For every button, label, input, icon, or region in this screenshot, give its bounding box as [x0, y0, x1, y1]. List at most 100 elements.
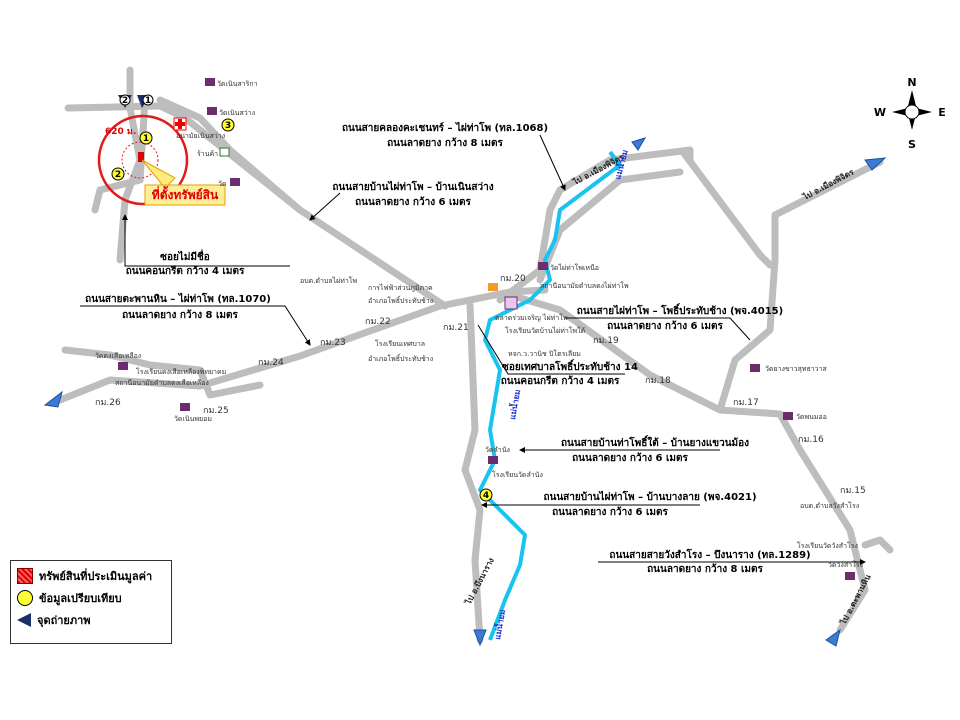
temple-icon	[118, 362, 128, 370]
marker-4: 4	[483, 491, 489, 501]
compass-w: W	[874, 106, 886, 119]
km-21: กม.21	[443, 323, 469, 333]
road-surface-soi: ถนนคอนกรีต กว้าง 4 เมตร	[126, 265, 245, 277]
road-link	[679, 148, 774, 269]
label-school-dong-suea: โรงเรียนดงเสือเหลืองพิทยาคม	[136, 367, 226, 376]
callout-pointer	[141, 159, 176, 189]
label-health-dong: สถานีอนามัยตำบลดงไผ่ท่าโพ	[540, 281, 629, 290]
road-label-1289: ถนนสายสายวังสำโรง – บึงนาราง (ทล.1289)	[609, 548, 810, 561]
to-muang-phichit-2: ไป อ.เมืองพิจิตร	[800, 166, 856, 202]
legend-label: ข้อมูลเปรียบเทียบ	[39, 592, 122, 605]
place-labels: วัดเนินสาริกา วัดเนินสว่าง อนามัยเนินสว่…	[95, 80, 863, 569]
river-yom	[478, 150, 622, 641]
label-market: ตลาดร่วมเจริญ ไผ่ท่าโพ	[495, 313, 568, 322]
market-icon	[504, 296, 518, 310]
road-surface-1289: ถนนลาดยาง กว้าง 8 เมตร	[647, 563, 763, 575]
label-school-wang-samrong: โรงเรียนวัดวังสำโรง	[797, 541, 858, 550]
label-wat-dong-suea-lueang: วัดดงเสือเหลือง	[95, 352, 141, 360]
road-surface-1068: ถนนลาดยาง กว้าง 8 เมตร	[387, 137, 503, 149]
km-17: กม.17	[733, 398, 759, 408]
km-15: กม.15	[840, 486, 866, 496]
road-label-noen-sawang: ถนนสายบ้านไผ่ท่าโพ – บ้านเนินสว่าง	[332, 180, 493, 193]
label-wat-tham-nang: วัดลำนัง	[485, 446, 510, 454]
km-22: กม.22	[365, 317, 391, 327]
legend: ทรัพย์สินที่ประเมินมูลค่า ข้อมูลเปรียบเท…	[10, 560, 172, 644]
yellow-circle-icon	[17, 590, 33, 606]
label-shop: ร้านค้า	[197, 150, 218, 158]
label-wat-yang-khao: วัดยางขาวสุทธาวาส	[765, 365, 828, 373]
label-shop-wanit: หจก.ว.วานิช ปิโตรเลียม	[508, 349, 581, 358]
legend-item-property: ทรัพย์สินที่ประเมินมูลค่า	[11, 565, 171, 587]
temple-icon	[180, 403, 190, 411]
road-surface-tha-pho-tai: ถนนลาดยาง กว้าง 6 เมตร	[572, 452, 688, 464]
label-wat-noen-sawang: วัดเนินสว่าง	[219, 109, 255, 117]
health-icon	[173, 117, 187, 131]
property-square-icon	[17, 568, 33, 584]
river-labels: แม่น้ำยม แม่น้ำยม แม่น้ำยม	[491, 148, 630, 640]
compass-icon: N S E W	[874, 76, 946, 151]
road-labels: ถนนสายคลองคะเชนทร์ – ไผ่ท่าโพ (ทล.1068) …	[80, 121, 866, 575]
arrow-southwest	[43, 390, 63, 408]
radius-label: 620 ม.	[105, 127, 136, 137]
road-1068b	[536, 168, 684, 284]
road-label-1068: ถนนสายคลองคะเชนทร์ – ไผ่ท่าโพ (ทล.1068)	[342, 121, 548, 134]
property-callout	[144, 184, 226, 206]
marker-3: 3	[225, 121, 231, 131]
marker-1: 1	[143, 134, 149, 144]
arrow-northeast-1	[864, 157, 887, 171]
km-24: กม.24	[258, 358, 284, 368]
temple-icon	[845, 572, 855, 580]
temple-icon	[538, 262, 548, 270]
label-pea-2: อำเภอโพธิ์ประทับช้าง	[368, 295, 433, 305]
label-health-dong-suea: สถานีอนามัยตำบลดงเสือเหลือง	[115, 379, 209, 387]
arrow-south-east	[825, 628, 841, 647]
direction-arrows	[43, 137, 887, 647]
camera-direction-icon	[17, 613, 31, 627]
legend-item-photo: จุดถ่ายภาพ	[11, 609, 171, 631]
river-label-3: แม่น้ำยม	[491, 609, 507, 641]
road-dong-suea	[61, 346, 264, 399]
label-school-tham-nang: โรงเรียนวัดลำนัง	[492, 470, 543, 479]
km-26: กม.26	[95, 398, 121, 408]
inner-radius-circle	[121, 141, 159, 179]
shop-icon	[488, 283, 498, 291]
road-wang-samrong	[861, 536, 894, 554]
compass-s: S	[908, 138, 916, 151]
road-label-soi: ซอยไม่มีชื่อ	[160, 249, 210, 263]
temple-icon	[207, 107, 217, 115]
label-school-municipal: โรงเรียนเทศบาล	[375, 339, 425, 348]
road-label-tha-pho-tai: ถนนสายบ้านท่าโพธิ์ใต้ – บ้านยางแขวนม้อง	[561, 435, 749, 449]
legend-label: ทรัพย์สินที่ประเมินมูลค่า	[39, 570, 153, 583]
temple-icon	[230, 178, 240, 186]
legend-label: จุดถ่ายภาพ	[37, 614, 91, 627]
comparison-markers: 1 2 3 4	[111, 118, 493, 502]
road-4015	[506, 291, 869, 634]
label-health-noen-sawang: อนามัยเนินสว่าง	[176, 132, 225, 140]
label-wat-phanom-o: วัดพนมออ	[796, 413, 827, 421]
km-16: กม.16	[798, 435, 824, 445]
property-label: ที่ตั้งทรัพย์สิน	[152, 185, 219, 202]
compass-e: E	[938, 106, 946, 119]
temple-icons	[118, 78, 855, 580]
temple-icon	[750, 364, 760, 372]
road-label-soi14: ซอยเทศบาลโพธิ์ประทับช้าง 14	[502, 359, 638, 373]
label-sao-wang-samrong: อบต.ตำบลวังสำโรง	[800, 501, 859, 510]
km-25: กม.25	[203, 406, 229, 416]
marker-2: 2	[115, 170, 121, 180]
property-marker	[138, 152, 144, 162]
road-label-4021: ถนนสายบ้านไผ่ท่าโพ – บ้านบางลาย (พจ.4021…	[543, 490, 756, 503]
photo-point-2: 2	[122, 96, 128, 106]
road-surface-4021: ถนนลาดยาง กว้าง 6 เมตร	[552, 506, 668, 518]
store-icon	[219, 147, 230, 157]
road-label-1070: ถนนสายตะพานหิน – ไผ่ท่าโพ (ทล.1070)	[85, 292, 271, 305]
radius-circle	[97, 114, 189, 206]
road-north-east	[716, 158, 884, 414]
label-wat-wang-samrong: วัดวังสำโรง	[828, 560, 863, 569]
legend-item-comparison: ข้อมูลเปรียบเทียบ	[11, 587, 171, 609]
label-sao-phai-tha-pho: อบต.ตำบลไผ่ท่าโพ	[300, 276, 358, 285]
arrow-northeast-2	[631, 137, 647, 151]
label-wat-phai-tha-pho-nuea: วัดไผ่ท่าโพเหนือ	[550, 263, 599, 272]
road-surface-soi14: ถนนคอนกรีต กว้าง 4 เมตร	[501, 375, 620, 387]
label-pea: การไฟฟ้าส่วนภูมิภาค	[368, 283, 433, 292]
